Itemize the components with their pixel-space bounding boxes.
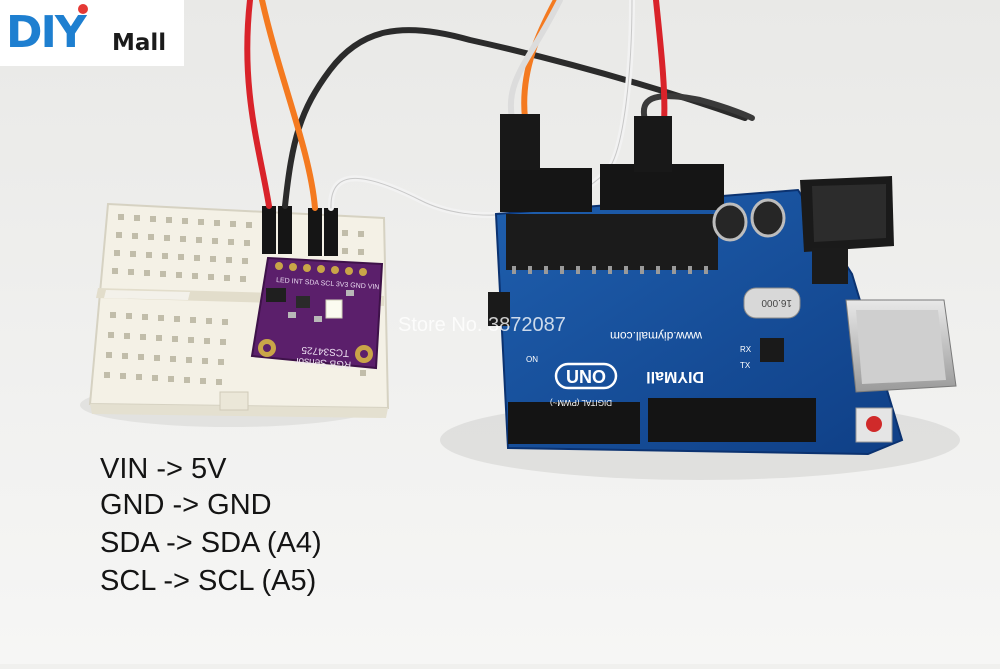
logo-diy-text: DIY [6,7,87,58]
tx-led-label: TX [740,361,751,370]
crystal-label: 16.000 [761,297,792,308]
sensor-chip-label: TCS34725 [301,344,350,358]
arduino-uno-board: 16.000 UNO DIYMall www.diymall.com DIGIT… [488,114,957,456]
sensor-name-label: RGB Sensor [294,355,351,370]
board-brand-label: DIYMall [646,368,704,385]
on-led-label: ON [526,355,538,364]
jumper-wires [244,0,755,219]
logo-mall-text: Mall [112,30,167,56]
sensor-jumper-housings [262,206,338,256]
diymall-logo: DIY Mall [0,0,184,66]
wiring-line-scl: SCL -> SCL (A5) [100,565,317,597]
board-model-label: UNO [566,367,606,387]
wiring-line-vin: VIN -> 5V [100,453,227,485]
wiring-line-sda: SDA -> SDA (A4) [100,527,322,559]
board-url-label: www.diymall.com [610,329,703,343]
digital-header-label: DIGITAL (PWM~) [550,398,612,407]
store-watermark: Store No. 3872087 [398,314,566,336]
rx-led-label: RX [740,345,752,354]
wiring-line-gnd: GND -> GND [100,489,272,521]
tcs34725-sensor-board: LED INT SDA SCL 3V3 GND VIN TCS34725 RGB… [250,256,384,370]
logo-dot-icon [78,4,88,14]
